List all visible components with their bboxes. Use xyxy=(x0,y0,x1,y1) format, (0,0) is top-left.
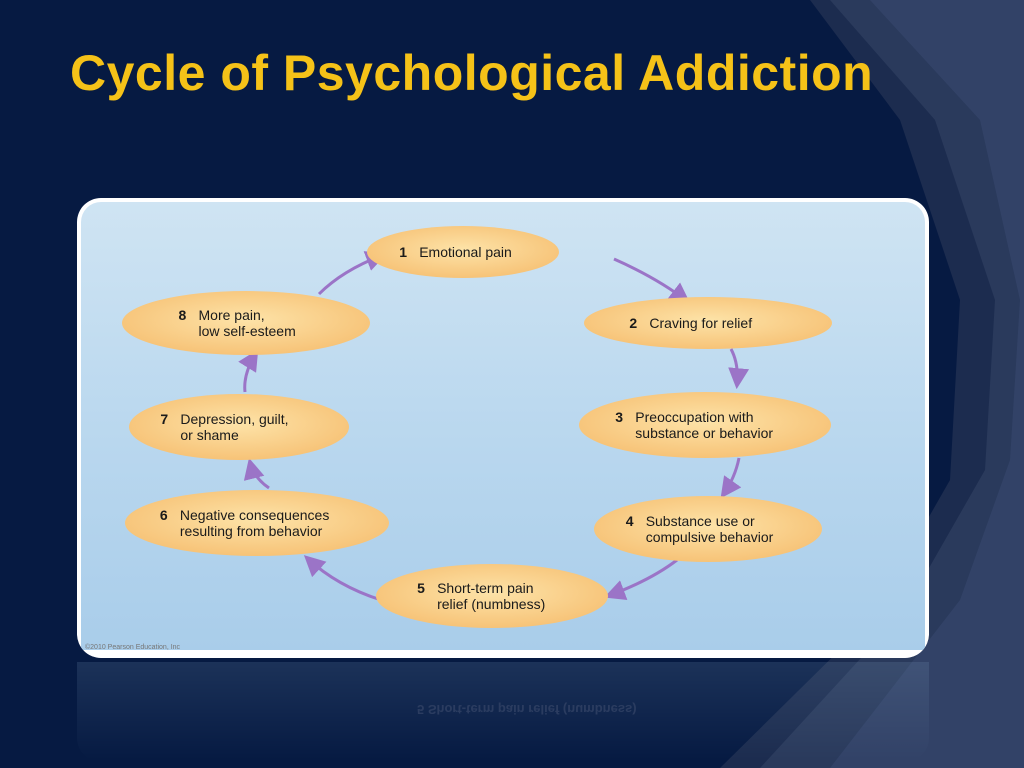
step-number: 3 xyxy=(615,409,623,425)
step-label-line: More pain, xyxy=(199,307,265,323)
step-label-line: low self-esteem xyxy=(199,323,296,339)
step-ellipse xyxy=(129,394,349,460)
step-number: 8 xyxy=(179,307,187,323)
step-number: 1 xyxy=(399,244,407,260)
step-label-line: Depression, guilt, xyxy=(180,411,288,427)
step-ellipse xyxy=(367,226,559,278)
step-ellipse xyxy=(579,392,831,458)
step-number: 2 xyxy=(629,315,637,331)
cycle-step-1: 1 Emotional pain xyxy=(367,226,559,278)
step-label-line: Craving for relief xyxy=(649,315,752,331)
background-swoosh-edge xyxy=(830,0,1024,768)
step-label-line: Preoccupation with xyxy=(635,409,753,425)
step-label-line: Short-term pain xyxy=(437,580,533,596)
cycle-arrow-6-to-7 xyxy=(243,457,270,490)
cycle-step-7: 7 Depression, guilt,or shame xyxy=(129,394,349,460)
step-label-line: relief (numbness) xyxy=(437,596,545,612)
step-number: 5 xyxy=(417,580,425,596)
cycle-arrow-7-to-8 xyxy=(238,349,259,393)
step-label-line: resulting from behavior xyxy=(180,523,323,539)
cycle-arrow-2-to-3 xyxy=(728,348,750,390)
step-ellipse xyxy=(376,564,608,628)
cycle-arrow-1-to-2 xyxy=(613,257,691,304)
cycle-arrow-5-to-6 xyxy=(303,555,382,602)
step-ellipse xyxy=(122,291,370,355)
cycle-arrow-3-to-4 xyxy=(720,457,742,499)
cycle-arrow-4-to-5 xyxy=(604,558,678,600)
cycle-step-8: 8 More pain,low self-esteem xyxy=(122,291,370,355)
diagram-panel: 1 Emotional pain 2 Craving for relief 3 Preoc… xyxy=(77,198,929,658)
diagram-canvas: 1 Emotional pain 2 Craving for relief 3 Preoc… xyxy=(81,202,925,650)
step-ellipse xyxy=(584,297,832,349)
step-number: 6 xyxy=(160,507,168,523)
step-label-line: Substance use or xyxy=(646,513,755,529)
step-label-line: substance or behavior xyxy=(635,425,773,441)
step-ellipse xyxy=(594,496,822,562)
copyright-credit: ©2010 Pearson Education, Inc xyxy=(85,644,181,651)
step-number: 4 xyxy=(626,513,634,529)
cycle-step-2: 2 Craving for relief xyxy=(584,297,832,349)
step-label-line: Emotional pain xyxy=(419,244,512,260)
step-label-line: Negative consequences xyxy=(180,507,329,523)
step-ellipse xyxy=(125,490,389,556)
cycle-diagram: 1 Emotional pain 2 Craving for relief 3 Preoc… xyxy=(122,226,832,628)
step-number: 7 xyxy=(160,411,168,427)
background-swoosh-highlight xyxy=(760,0,1024,768)
step-label-line: or shame xyxy=(180,427,239,443)
slide-title: Cycle of Psychological Addiction xyxy=(70,45,874,101)
step-label-line: compulsive behavior xyxy=(646,529,774,545)
